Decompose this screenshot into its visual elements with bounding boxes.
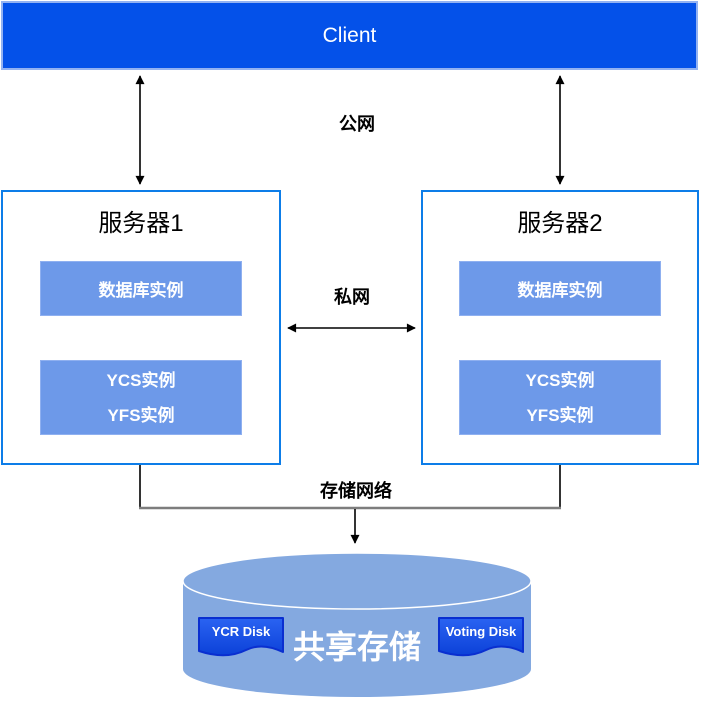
shared-storage-cylinder [182, 552, 532, 698]
server-1-yfs-label: YFS实例 [107, 405, 175, 425]
server-2-cluster-instance-box: YCS实例 YFS实例 [459, 360, 661, 435]
ycr-disk-shape: YCR Disk [198, 617, 284, 660]
public-network-label: 公网 [339, 114, 375, 134]
document-shape-icon [438, 617, 524, 657]
server-2-db-instance-box: 数据库实例 [459, 261, 661, 316]
server-1-title: 服务器1 [98, 210, 184, 237]
ycr-disk-label: YCR Disk [211, 624, 271, 639]
server-1-db-instance-box: 数据库实例 [40, 261, 242, 316]
private-network-label: 私网 [334, 287, 370, 307]
client-node: Client [1, 1, 698, 70]
client-label: Client [322, 23, 377, 47]
storage-network-label: 存储网络 [320, 481, 392, 501]
server-2-ycs-label: YCS实例 [525, 370, 595, 390]
server-1-db-instance-label: 数据库实例 [98, 281, 184, 300]
server-1-ycs-label: YCS实例 [106, 370, 176, 390]
cylinder-shape-icon [182, 552, 532, 697]
server-2-db-instance-label: 数据库实例 [517, 281, 603, 300]
server-2-yfs-label: YFS实例 [526, 405, 594, 425]
shared-storage-label: 共享存储 [292, 629, 422, 665]
server-1-box: 服务器1 数据库实例 YCS实例 YFS实例 [1, 190, 281, 465]
voting-disk-shape: Voting Disk [438, 617, 524, 660]
server-1-cluster-instance-box: YCS实例 YFS实例 [40, 360, 242, 435]
server-2-title: 服务器2 [517, 210, 603, 237]
voting-disk-label: Voting Disk [445, 624, 517, 639]
document-shape-icon [198, 617, 284, 657]
server-2-box: 服务器2 数据库实例 YCS实例 YFS实例 [421, 190, 699, 465]
